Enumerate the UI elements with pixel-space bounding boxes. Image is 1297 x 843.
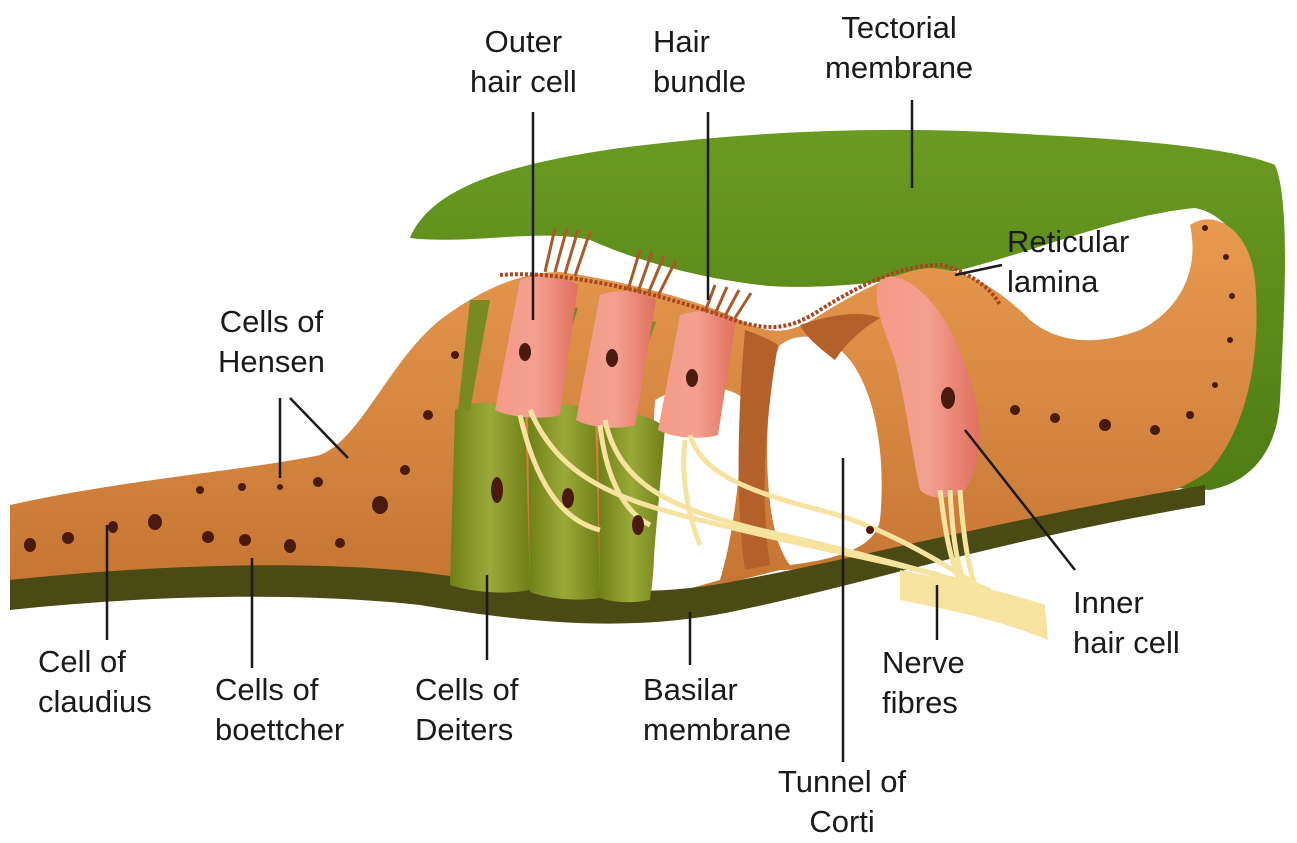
label-basilar-membrane: Basilar membrane <box>643 670 791 750</box>
label-hair-bundle: Hair bundle <box>653 22 746 102</box>
label-tectorial-membrane: Tectorial membrane <box>825 8 973 88</box>
label-inner-hair-cell: Inner hair cell <box>1073 583 1180 663</box>
label-cells-of-boettcher: Cells of boettcher <box>215 670 344 750</box>
label-cell-of-claudius: Cell of claudius <box>38 642 152 722</box>
label-outer-hair-cell: Outer hair cell <box>470 22 577 102</box>
label-reticular-lamina: Reticular lamina <box>1007 222 1129 302</box>
label-tunnel-of-corti: Tunnel of Corti <box>778 762 906 842</box>
label-cells-of-deiters: Cells of Deiters <box>415 670 518 750</box>
label-nerve-fibres: Nerve fibres <box>882 643 965 723</box>
label-cells-of-hensen: Cells of Hensen <box>218 302 325 382</box>
deiters-cell <box>450 403 530 592</box>
